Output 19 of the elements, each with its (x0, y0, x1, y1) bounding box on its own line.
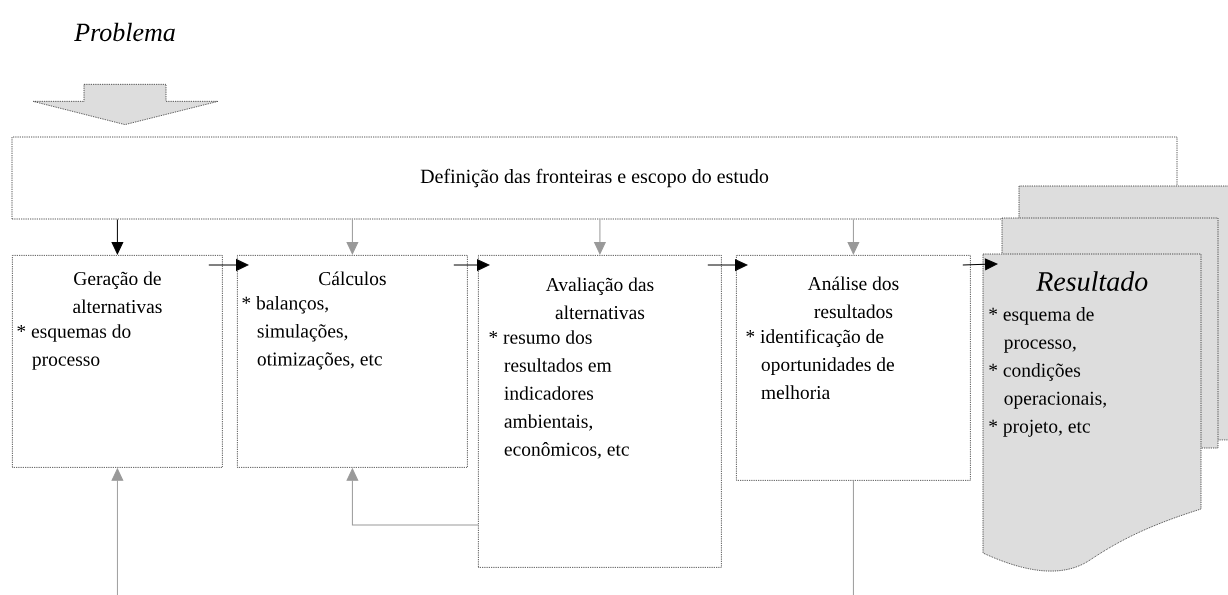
arrow (594, 218, 606, 255)
arrow (453, 259, 490, 271)
process-box: Cálculos * balanços, simulações, otimizações, etc (237, 255, 468, 468)
arrow (707, 259, 748, 271)
arrow (111, 218, 124, 255)
arrow (346, 468, 479, 526)
arrow (346, 218, 359, 255)
heading-text: Problema (74, 22, 175, 42)
process-box: Análise dos resultados * identificação de oportunidades de melhoria (736, 255, 971, 481)
arrow (847, 218, 860, 255)
process-box: Geração de alternativas * esquemas do processo (12, 255, 223, 468)
block-arrow (32, 83, 219, 125)
process-box: Definição das fronteiras e escopo do estudo (11, 136, 1178, 220)
arrow (208, 259, 249, 271)
document-stack: Resultado * esquema de processo, * condições operacionais, * projeto, etc (982, 185, 1228, 572)
arrow (111, 468, 124, 595)
process-box: Avaliação das alternativas * resumo dos resultados em indicadores ambientais, econômicos, etc (478, 255, 722, 568)
arrow (962, 258, 998, 271)
connector-line (852, 480, 854, 595)
